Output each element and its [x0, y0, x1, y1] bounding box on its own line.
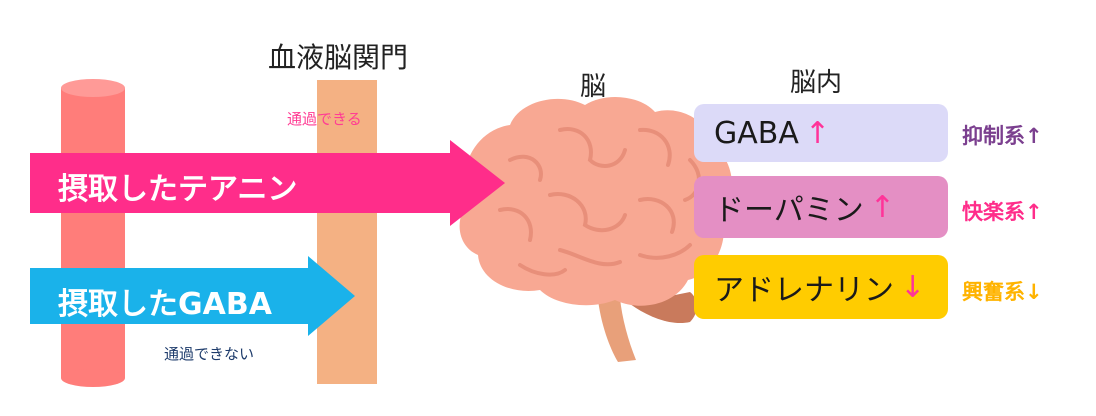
- gaba-arrow: [30, 256, 355, 336]
- up-arrow-icon: ↑: [1025, 124, 1043, 148]
- not-passes-label: 通過できない: [164, 345, 255, 363]
- brain-title: 脳: [580, 72, 607, 102]
- inside-brain-title: 脳内: [790, 68, 843, 98]
- category-label-excitatory: 興奮系↓: [962, 276, 1043, 306]
- passes-label: 通過できる: [287, 110, 362, 128]
- blood-brain-barrier: [317, 80, 377, 384]
- effect-box-dopamine: ドーパミン ↑: [694, 176, 948, 238]
- brain-illustration: [459, 96, 733, 362]
- category-label-inhibitory: 抑制系↑: [962, 120, 1043, 150]
- effect-name: アドレナリン: [714, 273, 894, 308]
- effect-box-adrenaline: アドレナリン ↓: [694, 255, 948, 319]
- theanine-arrow: [30, 140, 505, 226]
- up-arrow-icon: ↑: [1025, 200, 1043, 224]
- up-arrow-icon: ↑: [804, 115, 831, 151]
- down-arrow-icon: ↓: [1025, 280, 1043, 304]
- theanine-arrow-label: 摂取したテアニン: [58, 172, 298, 207]
- bbb-title: 血液脳関門: [268, 41, 409, 74]
- up-arrow-icon: ↑: [869, 189, 895, 225]
- effect-name: GABA: [714, 115, 799, 151]
- category-text: 快楽系: [962, 200, 1025, 224]
- category-text: 抑制系: [962, 124, 1025, 148]
- category-label-pleasure: 快楽系↑: [962, 196, 1043, 226]
- effect-name: ドーパミン: [714, 193, 864, 228]
- down-arrow-icon: ↓: [900, 269, 926, 305]
- effect-box-gaba: GABA ↑: [694, 104, 948, 162]
- blood-vessel: [61, 79, 125, 387]
- gaba-arrow-label: 摂取したGABA: [58, 287, 272, 322]
- category-text: 興奮系: [962, 280, 1025, 304]
